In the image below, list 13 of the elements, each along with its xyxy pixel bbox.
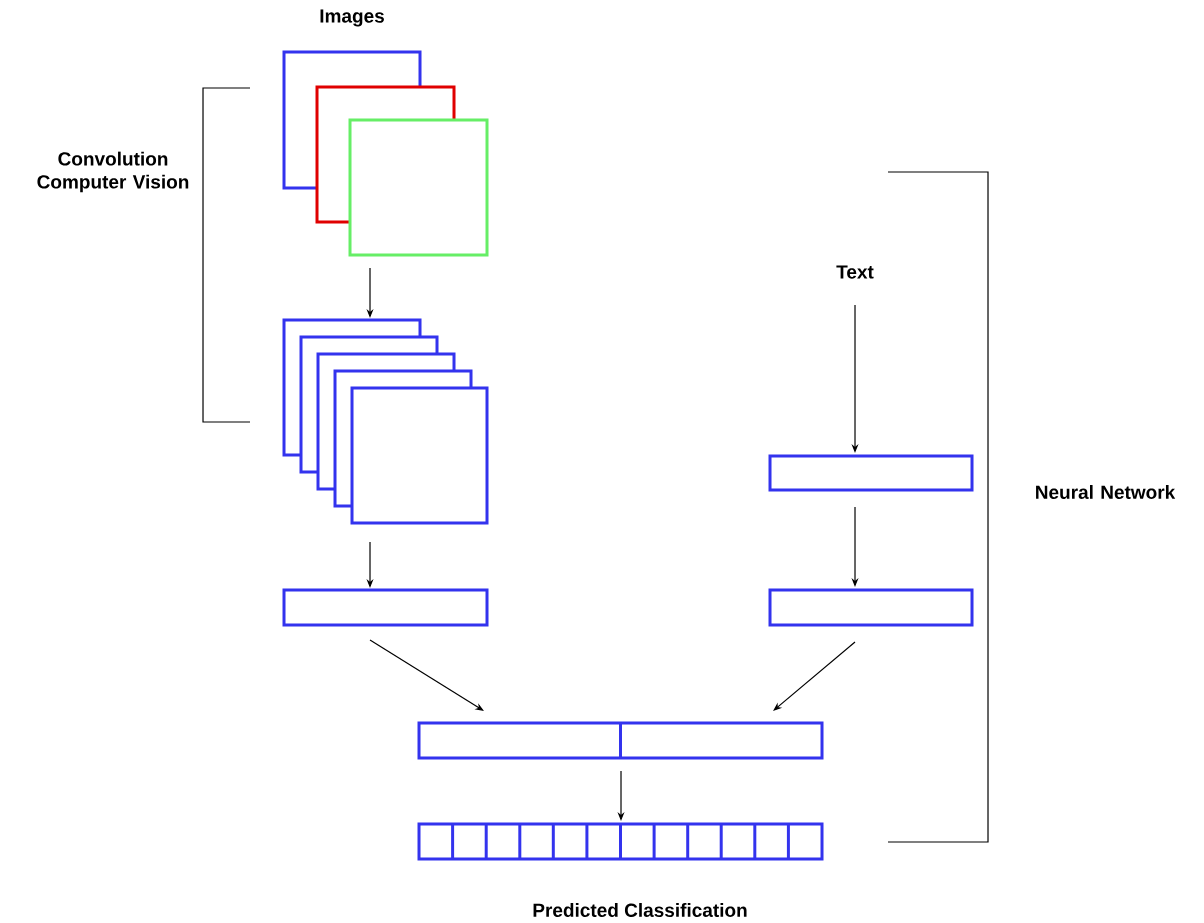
- vector-bar: [282, 588, 489, 627]
- square-frame: [348, 118, 489, 257]
- vector-bar: [768, 454, 974, 492]
- bracket-label: Convolution Computer Vision: [37, 151, 189, 193]
- arrow: [773, 641, 856, 711]
- input-label: Text: [836, 265, 874, 279]
- square-frame: [350, 386, 489, 525]
- heading: Images: [320, 9, 384, 27]
- node-label: Predicted Classification: [533, 903, 747, 917]
- arrow: [369, 639, 484, 711]
- vector-bar: [417, 721, 824, 760]
- vector-bar: [768, 588, 974, 627]
- bracket-label: Neural Network: [1036, 485, 1176, 499]
